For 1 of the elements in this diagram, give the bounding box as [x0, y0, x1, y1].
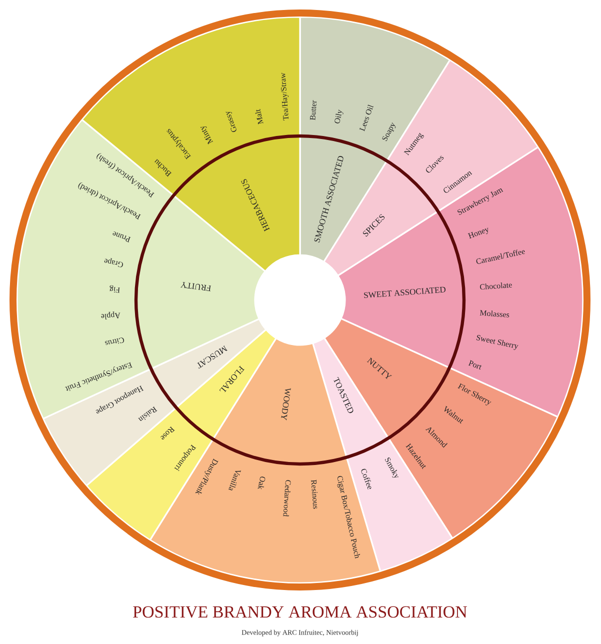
- title: POSITIVE BRANDY AROMA ASSOCIATION: [133, 606, 467, 618]
